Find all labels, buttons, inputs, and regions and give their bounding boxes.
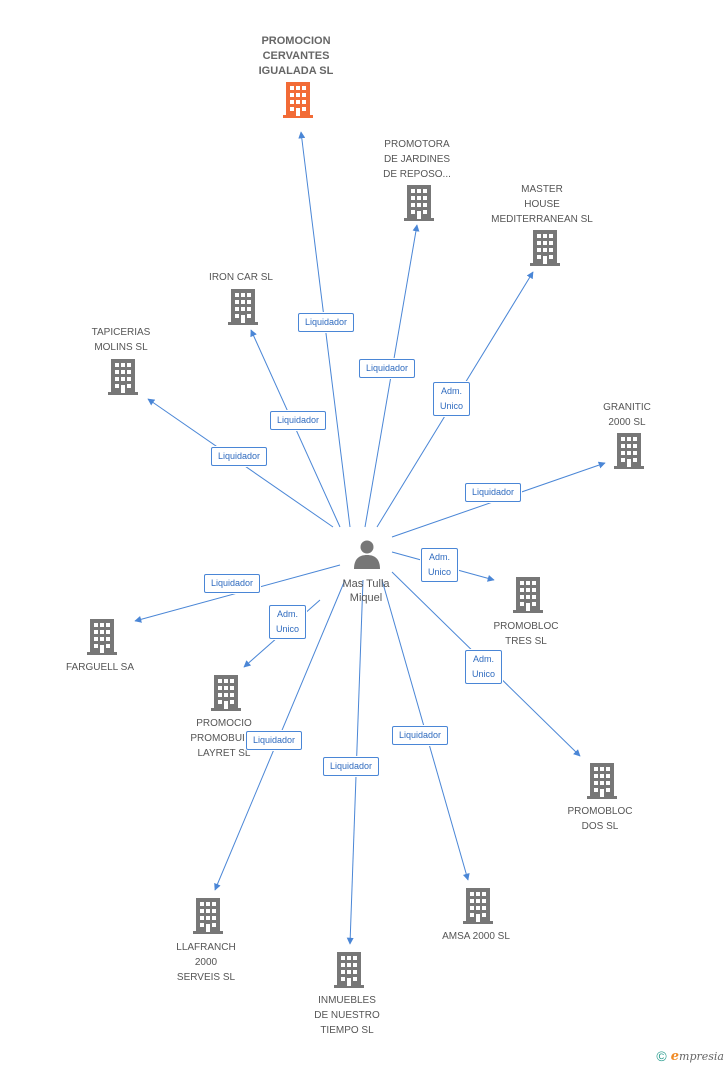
- company-label-llafranch[interactable]: LLAFRANCH 2000 SERVEIS SL: [176, 942, 236, 983]
- role-badge-promotora-jardines: Liquidador: [359, 359, 416, 378]
- role-badge-promobloc-tres: Adm. Unico: [421, 548, 459, 582]
- copyright-icon: ©: [656, 1048, 667, 1064]
- company-label-tapicerias-molins[interactable]: TAPICERIAS MOLINS SL: [91, 327, 151, 353]
- person-icon: [354, 540, 380, 569]
- role-badge-llafranch: Liquidador: [246, 731, 303, 750]
- role-badge-farguell: Liquidador: [204, 574, 261, 593]
- company-label-inmuebles[interactable]: INMUEBLES DE NUESTRO TIEMPO SL: [314, 995, 380, 1036]
- building-icon[interactable]: [614, 433, 644, 469]
- building-icon[interactable]: [513, 577, 543, 613]
- company-label-promobloc-dos[interactable]: PROMOBLOC DOS SL: [567, 806, 633, 832]
- building-icon[interactable]: [463, 888, 493, 924]
- building-icon[interactable]: [211, 675, 241, 711]
- building-icon[interactable]: [587, 763, 617, 799]
- brand-logo: empresia: [670, 1048, 724, 1064]
- company-label-promocion-cervantes[interactable]: PROMOCION CERVANTES IGUALADA SL: [258, 35, 334, 77]
- company-label-amsa[interactable]: AMSA 2000 SL: [442, 931, 510, 942]
- company-label-iron-car[interactable]: IRON CAR SL: [209, 272, 273, 283]
- building-icon[interactable]: [404, 185, 434, 221]
- company-label-promocio-promobuild[interactable]: PROMOCIO PROMOBUILD LAYRET SL: [190, 718, 258, 759]
- building-icon[interactable]: [283, 82, 313, 118]
- building-icon[interactable]: [334, 952, 364, 988]
- footer-brand: © empresia: [656, 1048, 724, 1064]
- building-icon[interactable]: [108, 359, 138, 395]
- role-badge-granitic: Liquidador: [465, 483, 522, 502]
- center-person-name[interactable]: Mas Tulla Miquel: [342, 578, 390, 604]
- building-icon[interactable]: [193, 898, 223, 934]
- role-badge-master-house: Adm. Unico: [433, 382, 471, 416]
- building-icon[interactable]: [87, 619, 117, 655]
- company-label-master-house[interactable]: MASTER HOUSE MEDITERRANEAN SL: [491, 184, 593, 225]
- role-badge-tapicerias-molins: Liquidador: [211, 447, 268, 466]
- building-icon[interactable]: [228, 289, 258, 325]
- company-label-farguell[interactable]: FARGUELL SA: [66, 662, 134, 673]
- role-badge-amsa: Liquidador: [392, 726, 449, 745]
- edge-farguell: [134, 564, 341, 623]
- role-badge-inmuebles: Liquidador: [323, 757, 380, 776]
- role-badge-promocion-cervantes: Liquidador: [298, 313, 355, 332]
- building-icon[interactable]: [530, 230, 560, 266]
- company-label-promotora-jardines[interactable]: PROMOTORA DE JARDINES DE REPOSO...: [383, 139, 451, 180]
- company-label-granitic[interactable]: GRANITIC 2000 SL: [603, 402, 651, 428]
- role-badge-promocio-promobuild: Adm. Unico: [269, 605, 307, 639]
- company-label-promobloc-tres[interactable]: PROMOBLOC TRES SL: [493, 621, 559, 647]
- role-badge-promobloc-dos: Adm. Unico: [465, 650, 503, 684]
- role-badge-iron-car: Liquidador: [270, 411, 327, 430]
